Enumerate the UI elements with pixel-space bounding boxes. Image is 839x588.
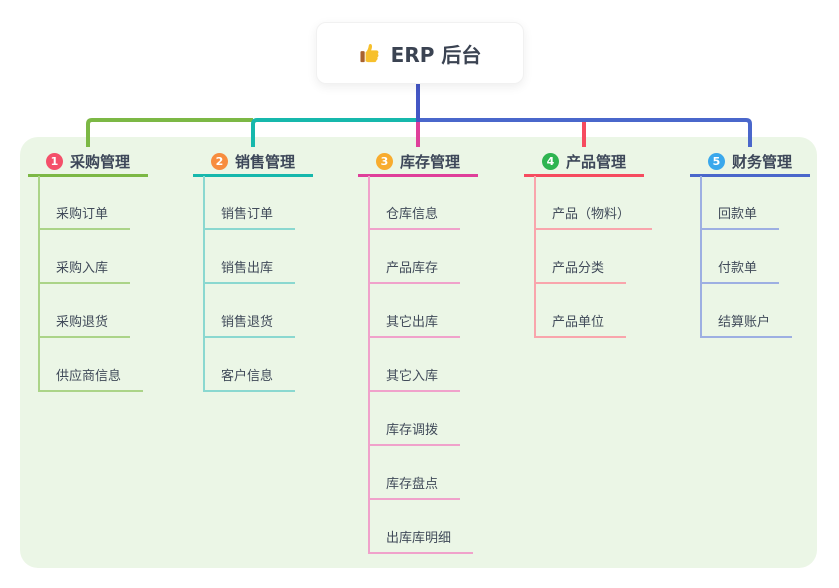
child-node[interactable]: 客户信息: [205, 338, 296, 392]
child-node[interactable]: 库存盘点: [370, 446, 461, 500]
child-node[interactable]: 库存调拨: [370, 392, 461, 446]
child-node[interactable]: 采购退货: [40, 284, 131, 338]
branch-label: 采购管理: [69, 152, 130, 171]
root-node[interactable]: ERP 后台: [316, 22, 524, 84]
branch-children: 回款单付款单结算账户: [700, 176, 793, 338]
branch-label: 销售管理: [234, 152, 295, 171]
mindmap-panel: [20, 137, 817, 568]
child-node[interactable]: 付款单: [702, 230, 780, 284]
child-node[interactable]: 供应商信息: [40, 338, 144, 392]
branch-number-badge: 4: [541, 152, 559, 170]
child-node[interactable]: 回款单: [702, 176, 780, 230]
branch-node[interactable]: 3 库存管理: [358, 148, 478, 177]
root-title: ERP 后台: [390, 42, 482, 67]
branch-children: 采购订单采购入库采购退货供应商信息: [38, 176, 144, 392]
branch-node[interactable]: 1 采购管理: [28, 148, 148, 177]
thumbs-up-icon: [359, 42, 381, 64]
branch-number-badge: 5: [707, 152, 725, 170]
child-node[interactable]: 产品（物料）: [536, 176, 653, 230]
branch-node[interactable]: 2 销售管理: [193, 148, 313, 177]
child-node[interactable]: 采购订单: [40, 176, 131, 230]
child-node[interactable]: 产品分类: [536, 230, 627, 284]
child-node[interactable]: 其它入库: [370, 338, 461, 392]
child-node[interactable]: 其它出库: [370, 284, 461, 338]
child-node[interactable]: 销售退货: [205, 284, 296, 338]
branch-number-badge: 1: [45, 152, 63, 170]
branch-children: 仓库信息产品库存其它出库其它入库库存调拨库存盘点出库库明细: [368, 176, 474, 554]
branch-label: 库存管理: [399, 152, 460, 171]
branch-node[interactable]: 5 财务管理: [690, 148, 810, 177]
child-node[interactable]: 仓库信息: [370, 176, 461, 230]
child-node[interactable]: 销售出库: [205, 230, 296, 284]
child-node[interactable]: 采购入库: [40, 230, 131, 284]
child-node[interactable]: 产品库存: [370, 230, 461, 284]
child-node[interactable]: 结算账户: [702, 284, 793, 338]
branch-children: 产品（物料）产品分类产品单位: [534, 176, 653, 338]
child-node[interactable]: 销售订单: [205, 176, 296, 230]
child-node[interactable]: 出库库明细: [370, 500, 474, 554]
branch-label: 产品管理: [565, 152, 626, 171]
branch-label: 财务管理: [731, 152, 792, 171]
branch-number-badge: 2: [210, 152, 228, 170]
branch-number-badge: 3: [375, 152, 393, 170]
branch-node[interactable]: 4 产品管理: [524, 148, 644, 177]
branch-children: 销售订单销售出库销售退货客户信息: [203, 176, 296, 392]
child-node[interactable]: 产品单位: [536, 284, 627, 338]
